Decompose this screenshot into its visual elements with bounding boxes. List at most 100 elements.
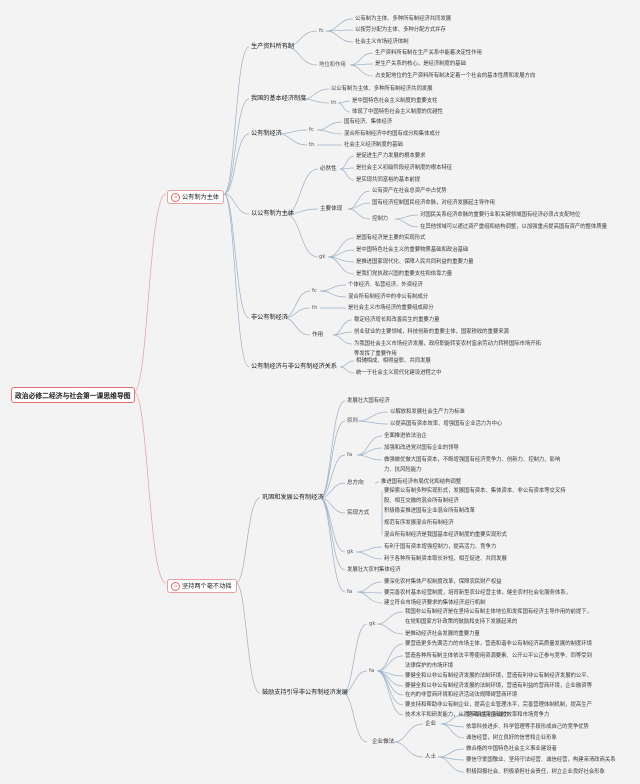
map-node-22[interactable]: 是促进生产力发展的根本要求 — [356, 153, 426, 159]
map-node-92[interactable]: 提高自主创新能力 — [466, 712, 509, 718]
map-node-89[interactable]: 技术水平和研发能力，从而不断提高企业的效率和市场竞争力 — [405, 712, 550, 718]
map-node-15[interactable]: fc — [309, 127, 314, 133]
map-node-63[interactable]: 要探索公有制多种实现形式，发展国有资本、集体资本、非公有资本等交叉持 — [384, 488, 566, 494]
map-node-61[interactable]: 推进国有经济布局优化和结构调整 — [381, 479, 462, 485]
map-node-73[interactable]: 要深化农村集体产权制度改革，保障农民财产权益 — [384, 579, 502, 585]
map-node-33[interactable]: 是中国特色社会主义的重要物质基础和政治基础 — [356, 247, 469, 253]
map-node-32[interactable]: 是国有经济是主要的实现形式 — [356, 235, 426, 241]
map-node-95[interactable]: 人士 — [425, 754, 437, 760]
map-node-44[interactable]: 创业就业的主要领域，科技创新的重要主体，国家税收的重要来源 — [354, 329, 509, 335]
map-node-12[interactable]: 是中国特色社会主义制度的重要支柱 — [352, 98, 438, 104]
map-node-28[interactable]: 控制力 — [372, 216, 389, 222]
map-node-65[interactable]: 积极稳妥推进国有企业混合所有制改革 — [384, 508, 475, 514]
map-node-91[interactable]: 企业 — [425, 721, 437, 727]
map-node-34[interactable]: 是推进国家现代化、保障人民共同利益的重要力量 — [356, 259, 474, 265]
map-node-62[interactable]: 实现方式 — [347, 510, 370, 516]
map-node-8[interactable]: 占支配地位的生产资料所有制决定着一个社会的基本性质和发展方向 — [375, 73, 536, 79]
map-node-43[interactable]: 稳定经济增长和改善民生的重要力量 — [354, 317, 440, 323]
map-node-83[interactable]: 营造各种所有制主体依法平等使用资源要素、公开公平公正参与竞争、同等受到 — [405, 653, 592, 659]
map-node-80[interactable]: 是推动经济社会发展的重要力量 — [405, 631, 480, 637]
map-node-69[interactable]: 有利于国有资本增强控制力，提高活力、竞争力 — [384, 544, 497, 550]
map-node-51[interactable]: 发展壮大国有经济 — [347, 398, 390, 404]
map-node-0[interactable]: 生产资料所有制 — [251, 43, 294, 50]
map-node-38[interactable]: 个体经济、私营经济、外资经济 — [348, 282, 423, 288]
map-node-53[interactable]: 以解放和发展社会生产力为标准 — [390, 409, 465, 415]
map-node-25[interactable]: 主要体现 — [320, 206, 343, 212]
map-node-10[interactable]: 以公有制为主体、多种所有制经济共同发展 — [331, 86, 433, 92]
map-node-14[interactable]: 公有制经济 — [251, 130, 282, 137]
map-node-85[interactable]: 要健全和以非公有制经济发展的法制环境，营造有利非公有制经济发展的公平、 — [405, 673, 592, 679]
map-node-82[interactable]: 要营造更多先满活力的市场主体，营造和谐非公有制经济高质量发展的制度环境 — [405, 641, 592, 647]
map-node-96[interactable]: 做合格的中国特色社会主义事业建设者 — [466, 746, 557, 752]
map-node-19[interactable]: 社会主义经济制度的基础 — [344, 142, 403, 148]
map-node-56[interactable]: 全面推进依法治企 — [384, 433, 427, 439]
map-node-2[interactable]: 公有制为主体、多种所有制经济共同发展 — [355, 16, 452, 22]
map-node-58[interactable]: 做强做优做大国有资本，不断增强国有经济竞争力、创新力、控制力、影响 — [384, 457, 561, 463]
map-node-4[interactable]: 社会主义市场经济体制 — [355, 39, 409, 45]
map-node-66[interactable]: 规范有序发展混合所有制经济 — [384, 520, 454, 526]
map-node-71[interactable]: 发展壮大农村集体经济 — [347, 567, 401, 573]
map-node-13[interactable]: 体现了中国特色社会主义制度的优越性 — [352, 109, 443, 115]
map-node-36[interactable]: 非公有制经济 — [251, 314, 288, 321]
map-node-90[interactable]: 企业做法 — [372, 739, 395, 745]
map-node-55[interactable]: fa — [347, 452, 353, 458]
map-node-98[interactable]: 积极回报社会、积极承担社会责任，树立企业良好社会形象 — [466, 769, 605, 775]
map-node-78[interactable]: 我国非公有制经济是在坚持公有制主体地位和发挥国有经济主导作用的前提下， — [405, 609, 592, 615]
map-node-26[interactable]: 公有资产在社会总资产中占优势 — [372, 188, 447, 194]
map-node-42[interactable]: 作用 — [312, 332, 324, 338]
map-node-18[interactable]: th — [309, 142, 315, 148]
branch-public-ownership[interactable]: ⌂公有制为主体 — [167, 190, 225, 204]
map-node-54[interactable]: 以提高国有资本效率、增强国有企业活力为中心 — [390, 421, 503, 427]
map-node-41[interactable]: 是社会主义市场经济的重要组成部分 — [348, 305, 434, 311]
map-node-37[interactable]: fc — [312, 288, 317, 294]
map-node-21[interactable]: 必然性 — [320, 166, 337, 172]
map-node-6[interactable]: 生产资料所有制在生产关系中能着决定性作用 — [375, 50, 482, 56]
root-node[interactable]: 政治必修二经济与社会第一课思维导图 — [11, 387, 135, 403]
map-node-52[interactable]: 原则 — [347, 418, 358, 424]
map-node-74[interactable]: 要完善农村基本经营制度，培育新型农业经营主体，健全农村社会化服务体系， — [384, 590, 571, 596]
map-node-31[interactable]: gk — [319, 254, 326, 260]
map-node-35[interactable]: 是我们党执政兴国的重要支柱和依靠力量 — [356, 271, 453, 277]
map-node-88[interactable]: 要支持和帮助非公有制企业，提高企业管理水平，完善营理体制机制，提高生产 — [405, 702, 592, 708]
map-node-60[interactable]: 总方向 — [347, 480, 364, 486]
map-node-24[interactable]: 是实现共同富裕的基本前提 — [356, 177, 421, 183]
map-node-97[interactable]: 要信守爱国敬业、坚持守法经营、诚信经营，构建亲清政商关系 — [466, 757, 616, 763]
branch-two-unwavering[interactable]: ⌂坚持两个毫不动摇 — [167, 579, 237, 593]
map-node-70[interactable]: 利于各种所有制资本取长补短，相互促进、共同发展 — [384, 556, 507, 562]
map-node-5[interactable]: 地位和作用 — [319, 62, 346, 68]
map-node-47[interactable]: 公有制经济与非公有制经济关系 — [251, 363, 337, 370]
map-node-49[interactable]: 统一于社会主义现代化建设进程之中 — [356, 370, 442, 376]
map-node-79[interactable]: 在党和国家方针政策的鼓励和支持下发展起来的 — [405, 619, 518, 625]
map-node-57[interactable]: 加强和改进党对国有企业的领导 — [384, 445, 459, 451]
map-node-84[interactable]: 法律保护的市场环境 — [405, 663, 454, 669]
map-node-94[interactable]: 诚信经营，树立良好的信誉和企业形象 — [466, 735, 557, 741]
map-node-16[interactable]: 国有经济、集体经济 — [344, 119, 393, 125]
map-node-76[interactable]: 鼓励支持引导非公有制经济发展 — [262, 689, 348, 696]
map-node-46[interactable]: 等发挥了重要作用 — [354, 351, 397, 357]
map-node-86[interactable]: 要健全和以非公有制经济发展的法制环境，营造有利益的营商环境，企业融资等 — [405, 683, 592, 689]
map-node-30[interactable]: 在其他领域可以通过资产重组和结构调整，以加强重点提高国有资产的整体质量 — [420, 224, 607, 230]
map-node-77[interactable]: gk — [369, 621, 376, 627]
map-node-3[interactable]: 以按劳分配为主体、多种分配方式并存 — [355, 27, 446, 33]
map-node-39[interactable]: 混合所有制经济中的非公有制成分 — [348, 294, 429, 300]
map-node-1[interactable]: fc — [319, 28, 324, 34]
map-node-9[interactable]: 我国的基本经济制度 — [251, 95, 307, 102]
map-node-50[interactable]: 巩固和发展公有制经济 — [262, 494, 324, 501]
map-node-68[interactable]: gk — [347, 549, 354, 555]
map-node-23[interactable]: 是社会主义初级阶段经济制度的根本特征 — [356, 165, 453, 171]
map-node-81[interactable]: fa — [369, 668, 375, 674]
map-node-64[interactable]: 股、相互交融的混合所有制经济 — [384, 498, 459, 504]
map-node-7[interactable]: 是生产关系的核心，是经济制度的基础 — [375, 61, 466, 67]
map-node-48[interactable]: 相辅相成、相得益彰、共同发展 — [356, 358, 431, 364]
map-node-17[interactable]: 混合所有制经济中的国有成分和集体成分 — [344, 131, 441, 137]
map-node-72[interactable]: fa — [347, 589, 353, 595]
map-node-27[interactable]: 国有经济控制国民经济命脉，对经济发展起主导作用 — [372, 200, 495, 206]
map-node-93[interactable]: 依靠科技进步、科学管理等手段形成自己的竞争优势 — [466, 724, 589, 730]
map-node-11[interactable]: th — [331, 100, 337, 106]
map-node-20[interactable]: 以公有制为主体 — [251, 210, 294, 217]
map-node-29[interactable]: 对国民关系经济命脉的重要行业和关键领域国有经济必须占支配地位 — [420, 212, 581, 218]
map-node-40[interactable]: th — [312, 305, 318, 311]
map-node-75[interactable]: 建立符合市场经济要求的集体经济运行机制 — [384, 600, 486, 606]
map-node-59[interactable]: 力、抗风险能力 — [384, 467, 422, 473]
map-node-67[interactable]: 混合所有制经济是我国基本经济制度的重要实现形式 — [384, 532, 507, 538]
